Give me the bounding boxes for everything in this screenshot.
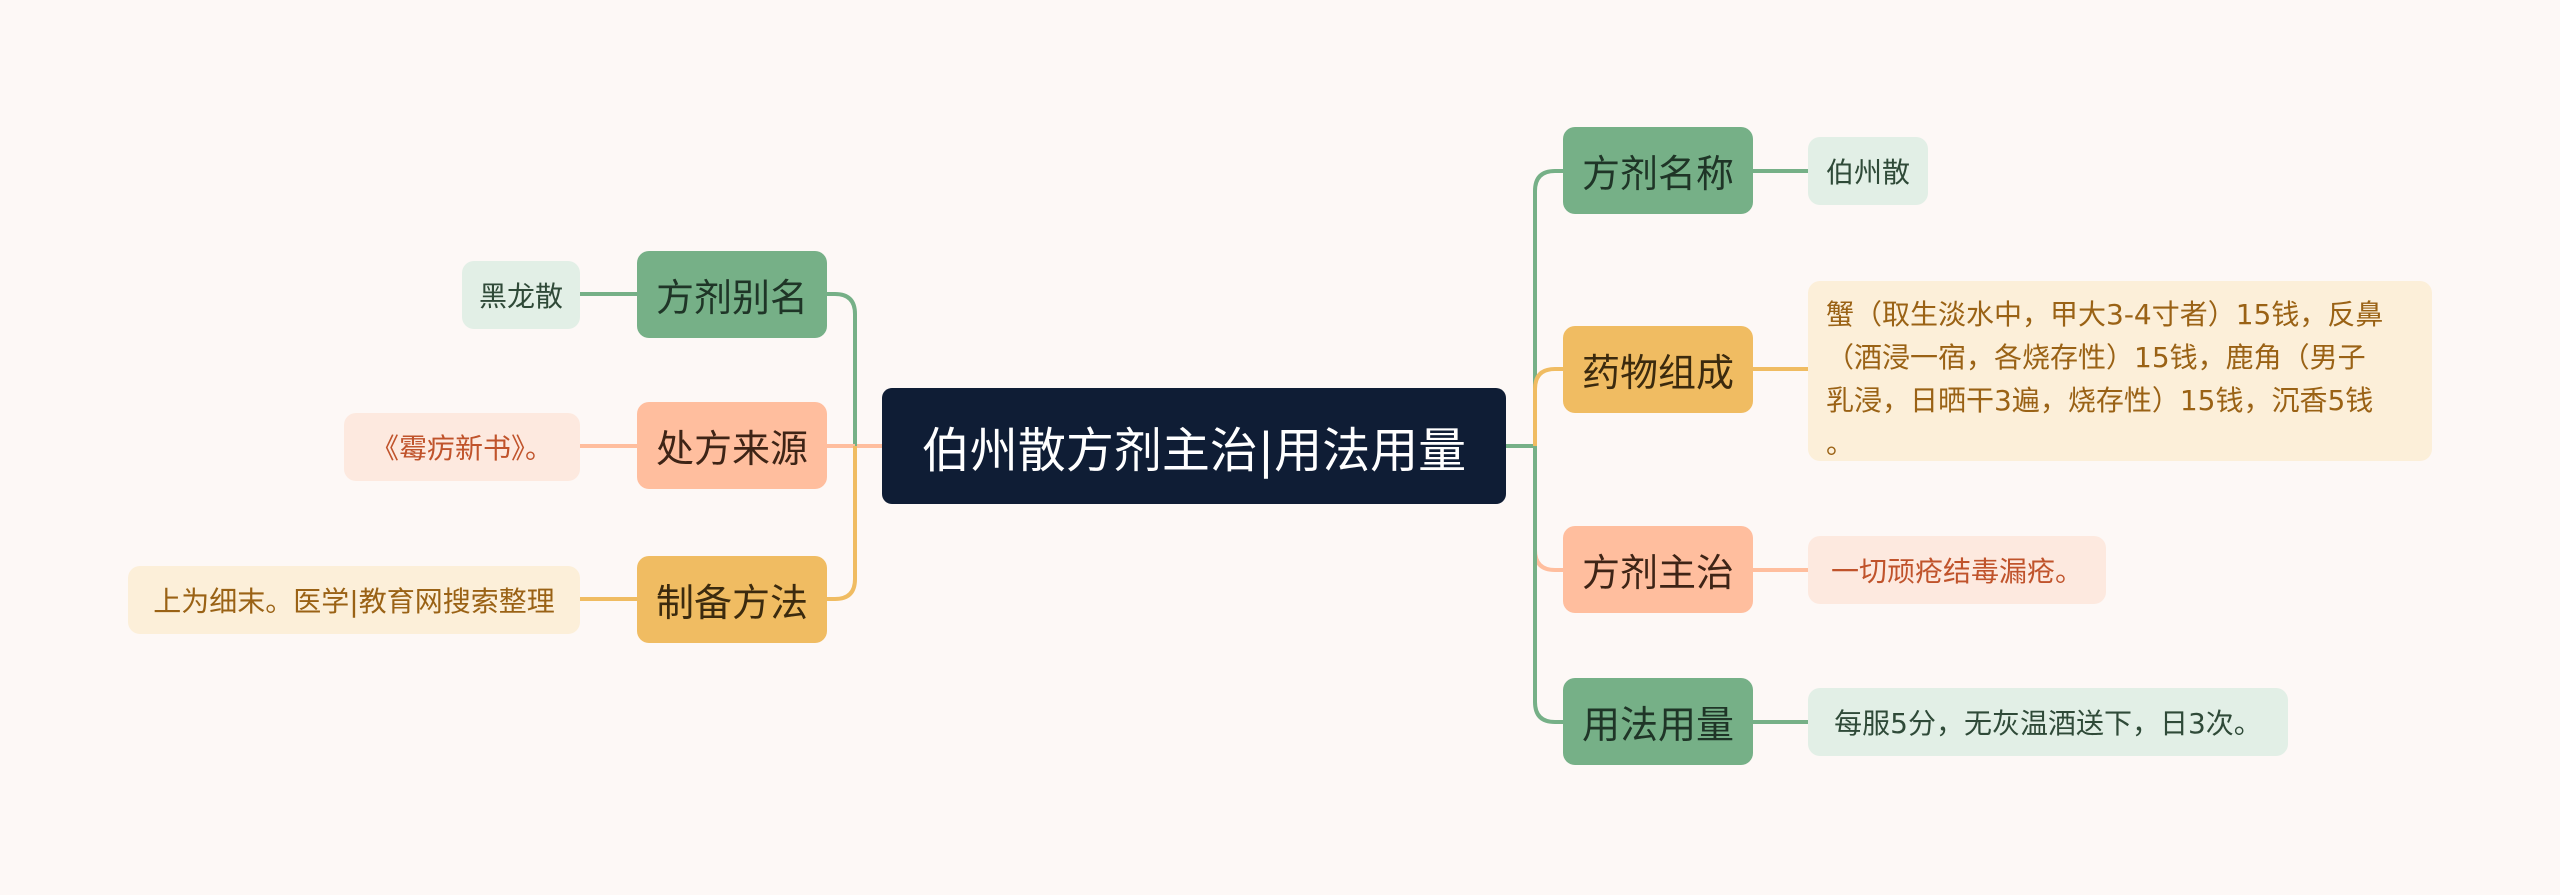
leaf-right-name[interactable]: 伯州散	[1808, 137, 1928, 205]
leaf-left-preparation[interactable]: 上为细末。医学|教育网搜索整理	[128, 566, 580, 634]
leaf-left-alias[interactable]: 黑龙散	[462, 261, 580, 329]
link-left-3	[827, 446, 857, 601]
leaf-right-composition[interactable]: 蟹（取生淡水中，甲大3-4寸者）15钱，反鼻 （酒浸一宿，各烧存性）15钱，鹿角…	[1808, 281, 2432, 461]
leaf-right-dosage[interactable]: 每服5分，无灰温酒送下，日3次。	[1808, 688, 2288, 756]
composition-line: 乳浸，日晒干3遍，烧存性）15钱，沉香5钱	[1826, 384, 2374, 417]
link-left-1	[827, 292, 857, 446]
branch-left-alias[interactable]: 方剂别名	[637, 251, 827, 338]
branch-right-name[interactable]: 方剂名称	[1563, 127, 1753, 214]
composition-line: 。	[1826, 427, 1855, 460]
branch-right-composition[interactable]: 药物组成	[1563, 326, 1753, 413]
link-right-4	[1533, 446, 1563, 724]
branch-left-preparation[interactable]: 制备方法	[637, 556, 827, 643]
composition-line: 蟹（取生淡水中，甲大3-4寸者）15钱，反鼻	[1826, 298, 2384, 331]
composition-line: （酒浸一宿，各烧存性）15钱，鹿角（男子	[1826, 341, 2366, 374]
link-right-2	[1533, 367, 1563, 446]
branch-right-dosage[interactable]: 用法用量	[1563, 678, 1753, 765]
branch-left-source[interactable]: 处方来源	[637, 402, 827, 489]
leaf-right-indication[interactable]: 一切顽疮结毒漏疮。	[1808, 536, 2106, 604]
link-right-1	[1533, 169, 1563, 446]
root-topic[interactable]: 伯州散方剂主治|用法用量	[882, 388, 1506, 504]
branch-right-indication[interactable]: 方剂主治	[1563, 526, 1753, 613]
leaf-left-source[interactable]: 《霉疠新书》。	[344, 413, 580, 481]
link-right-3	[1533, 446, 1563, 572]
